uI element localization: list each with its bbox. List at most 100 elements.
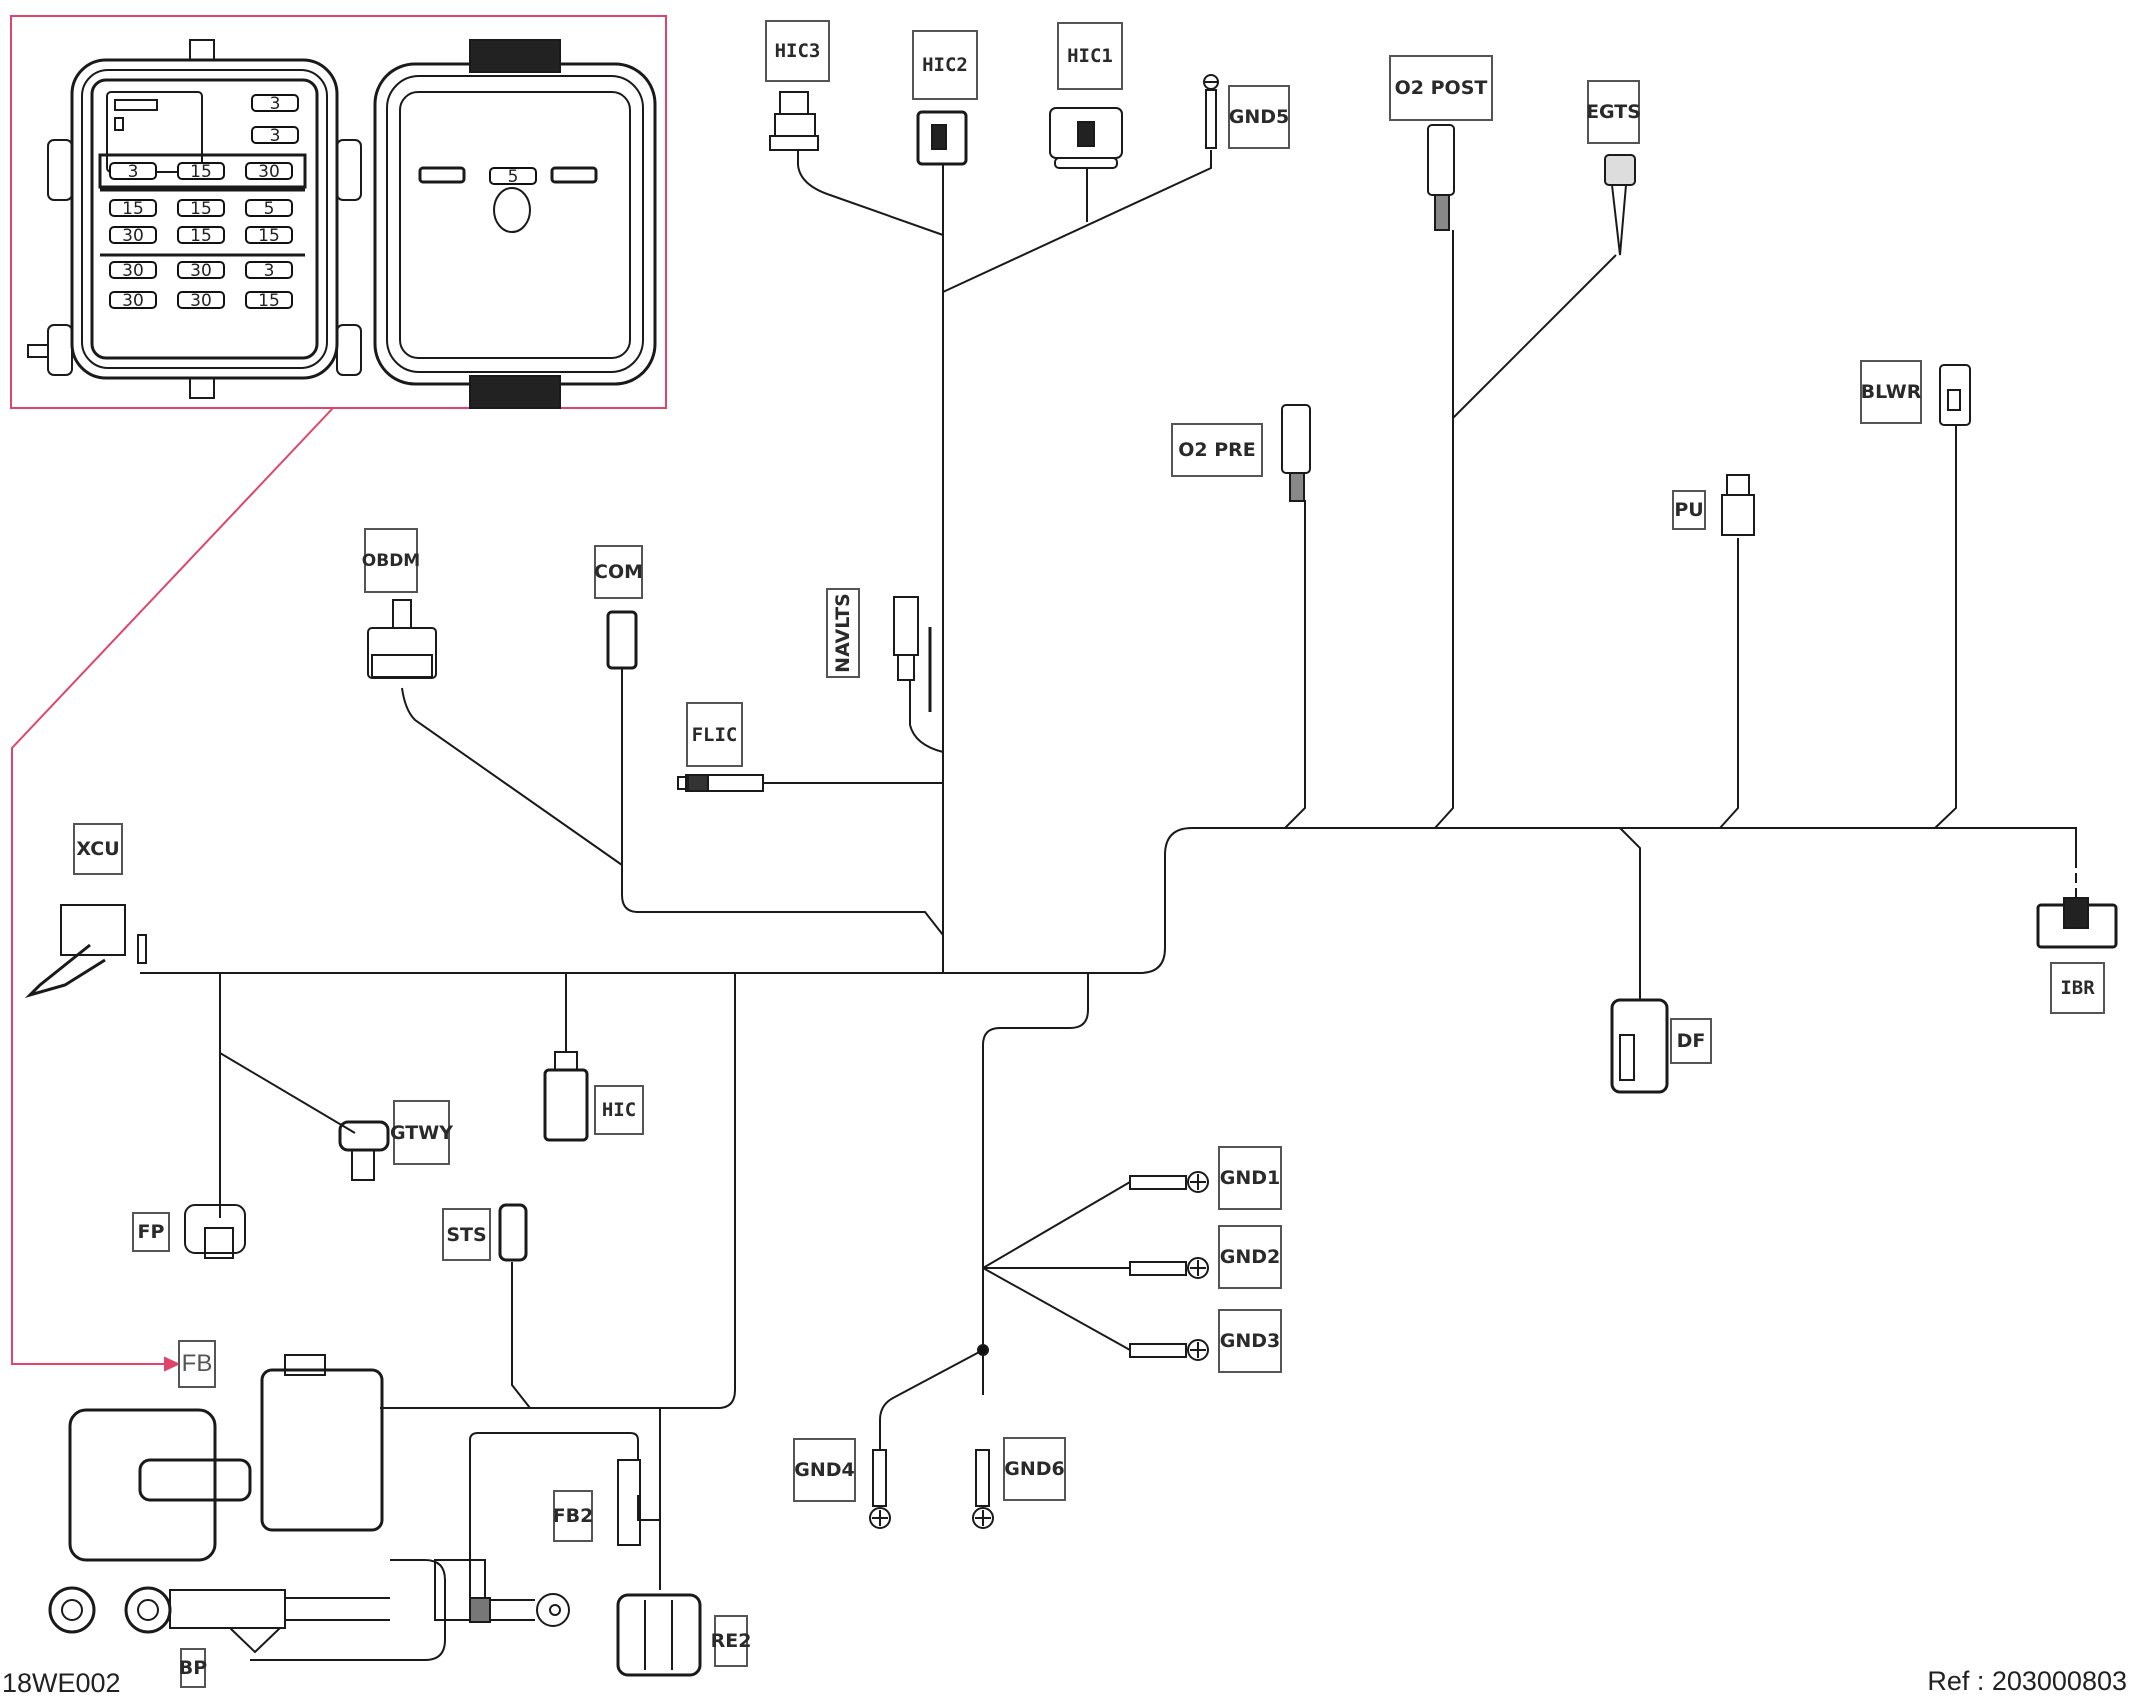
fuse-rating: 15 (190, 162, 212, 182)
label-flic: FLIC (686, 702, 743, 767)
label-gnd5: GND5 (1228, 85, 1290, 149)
gnd5-terminal-icon (1203, 74, 1219, 149)
label-df: DF (1670, 1018, 1712, 1064)
fuse-rating: 30 (190, 291, 212, 311)
xcu-connector-icon (24, 904, 147, 999)
label-egts: EGTS (1586, 80, 1641, 144)
fuse-top-right: 3 (251, 94, 299, 114)
hic1-connector-icon (1049, 107, 1123, 169)
label-gnd6: GND6 (1003, 1437, 1066, 1501)
fuse-row-1: 30 (245, 162, 293, 182)
hic3-connector-icon (769, 91, 819, 151)
fuse-rating: 5 (264, 199, 275, 219)
fuse-box-cover (373, 39, 657, 409)
inset-leader-line (11, 407, 334, 1365)
obdm-connector-icon (367, 599, 437, 679)
gnd4-terminal-icon (869, 1449, 891, 1529)
main-trunk (140, 827, 2077, 974)
branch-sts (511, 1262, 531, 1409)
egts-connector-icon (1604, 154, 1636, 256)
fp-connector-icon (184, 1204, 246, 1259)
label-fb2: FB2 (553, 1490, 593, 1542)
fuse-rating: 30 (122, 261, 144, 281)
fuse-box-inset (10, 15, 667, 1372)
branch-com (621, 668, 944, 936)
pu-connector-icon (1721, 474, 1755, 536)
fuse-box-open (27, 39, 362, 399)
label-obdm: OBDM (362, 528, 420, 593)
branch-o2post (1434, 230, 1454, 829)
fuse-row-5: 30 (109, 291, 157, 311)
fuse-rating: 30 (122, 291, 144, 311)
branch-egts (1452, 254, 1617, 419)
fuse-rating: 15 (190, 199, 212, 219)
branch-obdm (401, 687, 623, 866)
fuse-rating: 30 (122, 226, 144, 246)
fuse-row-5: 30 (177, 291, 225, 311)
fuse-rating: 5 (508, 167, 519, 187)
branch-pu (1719, 538, 1739, 829)
gnd2-terminal-icon (1129, 1257, 1209, 1279)
gnd6-terminal-icon (972, 1449, 994, 1529)
branch-o2pre (1284, 500, 1306, 829)
re2-relay-icon (616, 1593, 702, 1677)
fuse-row-4: 3 (245, 261, 293, 281)
gtwy-connector-icon (338, 1120, 390, 1181)
drawing-reference: Ref : 203000803 (1927, 1666, 2127, 1696)
label-gnd2: GND2 (1218, 1225, 1282, 1289)
label-hic1: HIC1 (1057, 22, 1123, 90)
fb-connector-icon (68, 1354, 384, 1562)
inset-leader-arrow (164, 1356, 181, 1372)
branch-gtwy (219, 1052, 356, 1134)
df-connector-icon (1610, 998, 1669, 1094)
fuse-row-5: 15 (245, 291, 293, 311)
fuse-row-1: 15 (177, 162, 225, 182)
fuse-rating: 3 (270, 126, 281, 146)
label-fp: FP (132, 1212, 170, 1252)
ground-splice (977, 1344, 989, 1356)
sts-connector-icon (498, 1203, 528, 1262)
label-com: COM (594, 545, 643, 599)
label-fb: FB (178, 1340, 216, 1388)
fuse-row-2: 5 (245, 199, 293, 219)
fuse-rating: 3 (264, 261, 275, 281)
label-hic: HIC (594, 1085, 644, 1135)
label-navlts: NAVLTS (826, 588, 860, 678)
fuse-top-right: 3 (251, 126, 299, 146)
fuse-rating: 3 (270, 94, 281, 114)
label-hic2: HIC2 (912, 30, 978, 100)
fb2-fuse-holder-icon (617, 1459, 641, 1546)
label-gnd1: GND1 (1218, 1146, 1282, 1210)
navlts-connector-icon (893, 596, 932, 712)
branch-gnd-cluster (982, 973, 1089, 1395)
branch-df (1619, 827, 1641, 1000)
label-xcu: XCU (73, 823, 123, 875)
branch-fb-main (380, 973, 736, 1409)
label-ibr: IBR (2050, 962, 2105, 1014)
hic-connector-icon (543, 1051, 589, 1142)
label-gtwy: GTWY (390, 1100, 453, 1165)
fuse-rating: 30 (258, 162, 280, 182)
fuse-spare: 5 (489, 167, 537, 187)
label-bp: BP (179, 1648, 207, 1688)
cover-grommet (493, 187, 531, 233)
label-o2-post: O2 POST (1389, 55, 1493, 121)
branch-navlts (909, 680, 944, 753)
fuse-row-2: 15 (177, 199, 225, 219)
label-pu: PU (1672, 490, 1706, 530)
label-gnd3: GND3 (1218, 1309, 1282, 1373)
fuse-row-3: 15 (245, 226, 293, 246)
inset-frame (10, 15, 667, 409)
fuse-row-3: 30 (109, 226, 157, 246)
fuse-row-4: 30 (109, 261, 157, 281)
label-re2: RE2 (711, 1615, 751, 1667)
fuse-rating: 15 (122, 199, 144, 219)
branch-hic3 (797, 150, 944, 236)
branch-gnd5 (942, 150, 1212, 293)
fuse-row-1: 3 (109, 162, 157, 182)
label-navlts-text: NAVLTS (832, 593, 855, 673)
label-o2-pre: O2 PRE (1171, 423, 1263, 477)
fuse-row-2: 15 (109, 199, 157, 219)
